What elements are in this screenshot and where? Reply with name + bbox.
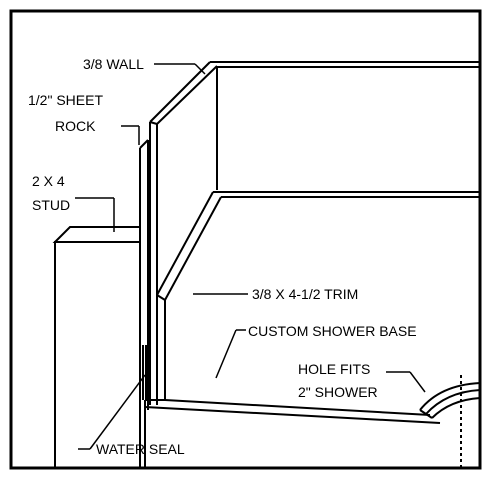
water-seal-label: WATER SEAL <box>96 441 185 457</box>
drain-hole <box>419 375 481 468</box>
water-seal <box>142 345 147 400</box>
stud-block <box>52 226 141 469</box>
leader-lines <box>75 63 426 450</box>
sheetrock-label-line1: 1/2" SHEET <box>28 92 103 108</box>
shower-base <box>144 399 441 468</box>
hole-label-line1: HOLE FITS <box>298 361 370 377</box>
stud-label-line2: STUD <box>32 197 70 213</box>
diagram-border <box>9 9 482 470</box>
hole-label-line2: 2" SHOWER <box>298 384 378 400</box>
shower-base-label: CUSTOM SHOWER BASE <box>248 323 417 339</box>
sheetrock-label-line2: ROCK <box>55 118 96 134</box>
trim-label: 3/8 X 4-1/2 TRIM <box>252 286 358 302</box>
stud-label-line1: 2 X 4 <box>32 173 65 189</box>
wall-label: 3/8 WALL <box>83 56 144 72</box>
wall-panel <box>149 61 480 405</box>
sheetrock-panel <box>139 139 149 410</box>
trim-piece <box>156 191 480 400</box>
